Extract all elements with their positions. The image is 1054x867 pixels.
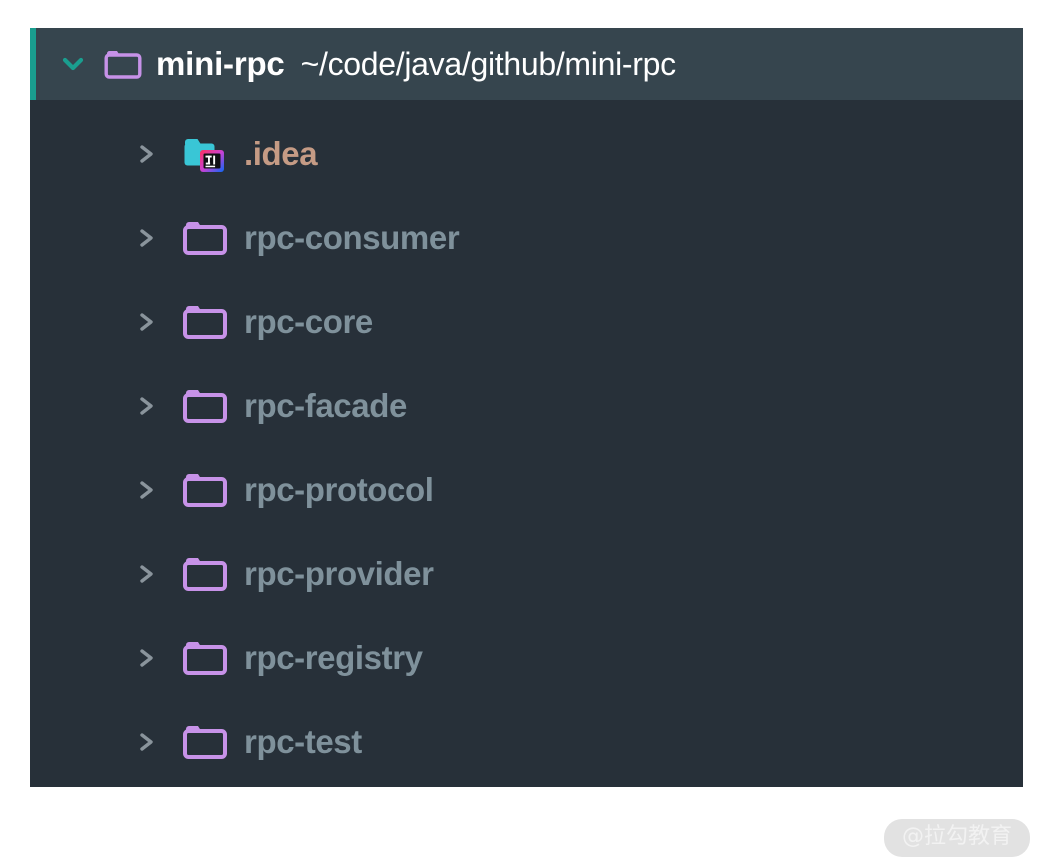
folder-icon (182, 386, 228, 426)
folder-icon (182, 302, 228, 342)
folder-icon (182, 218, 228, 258)
chevron-right-icon[interactable] (134, 727, 160, 757)
tree-row[interactable]: rpc-provider (30, 532, 1023, 616)
folder-icon (182, 638, 228, 678)
folder-icon (182, 470, 228, 510)
chevron-right-icon[interactable] (134, 223, 160, 253)
page-title: mini-rpc (156, 45, 285, 82)
tree-row-root[interactable]: mini-rpc ~/code/java/github/mini-rpc (30, 28, 1023, 100)
tree-rows: .idea rpc-consumer rpc-core rpc-facade rpc-p… (30, 100, 1023, 784)
folder-icon (182, 554, 228, 594)
watermark: @拉勾教育 (883, 818, 1030, 857)
folder-icon (182, 722, 228, 762)
tree-row[interactable]: rpc-registry (30, 616, 1023, 700)
tree-row[interactable]: rpc-protocol (30, 448, 1023, 532)
folder-icon (104, 48, 142, 80)
project-path: ~/code/java/github/mini-rpc (300, 45, 677, 82)
chevron-right-icon[interactable] (134, 391, 160, 421)
tree-row[interactable]: rpc-test (30, 700, 1023, 784)
folder-intellij-icon (182, 134, 228, 174)
chevron-down-icon[interactable] (58, 49, 88, 79)
tree-row-label: rpc-core (244, 303, 373, 340)
tree-row-label: .idea (244, 135, 318, 172)
chevron-right-icon[interactable] (134, 559, 160, 589)
tree-row-label: rpc-test (244, 723, 362, 760)
chevron-right-icon[interactable] (134, 307, 160, 337)
tree-row-label: rpc-facade (244, 387, 407, 424)
tree-row-label: rpc-registry (244, 639, 423, 676)
tree-row[interactable]: .idea (30, 112, 1023, 196)
chevron-right-icon[interactable] (134, 139, 160, 169)
tree-row[interactable]: rpc-core (30, 280, 1023, 364)
tree-row[interactable]: rpc-facade (30, 364, 1023, 448)
project-tree-panel: mini-rpc ~/code/java/github/mini-rpc .id… (30, 28, 1023, 787)
tree-row-label: rpc-consumer (244, 219, 460, 256)
chevron-right-icon[interactable] (134, 475, 160, 505)
selection-accent-bar (30, 28, 36, 100)
tree-row-label: rpc-protocol (244, 471, 434, 508)
tree-row-label: rpc-provider (244, 555, 434, 592)
tree-row[interactable]: rpc-consumer (30, 196, 1023, 280)
chevron-right-icon[interactable] (134, 643, 160, 673)
